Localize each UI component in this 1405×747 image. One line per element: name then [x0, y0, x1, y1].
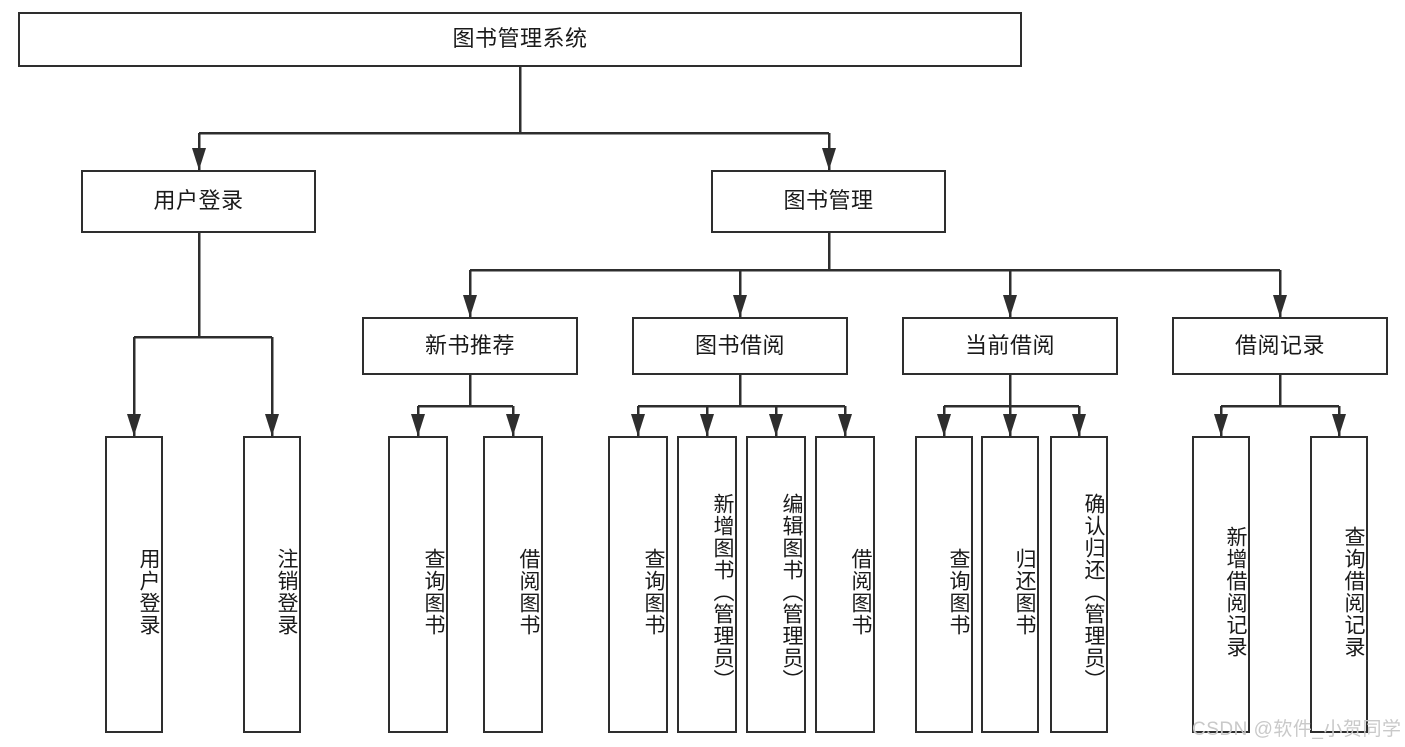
node-leaf-borrow-add[interactable]: 新增图书（管理员） [677, 436, 737, 733]
node-new-book-rec[interactable]: 新书推荐 [362, 317, 578, 375]
node-label-current-borrow: 当前借阅 [964, 332, 1055, 358]
node-leaf-borrow-query[interactable]: 查询图书 [608, 436, 668, 733]
node-leaf-borrow-edit[interactable]: 编辑图书（管理员） [746, 436, 806, 733]
node-leaf-user-login[interactable]: 用户登录 [105, 436, 163, 733]
arrowhead-leaf-borrow-add [700, 414, 714, 436]
node-label-leaf-borrow-add: 新增图书（管理员） [711, 492, 734, 691]
arrowhead-new-book-rec [463, 295, 477, 317]
arrowhead-leaf-rec-add [1214, 414, 1228, 436]
node-leaf-user-logout[interactable]: 注销登录 [243, 436, 301, 733]
node-leaf-borrow-lend[interactable]: 借阅图书 [815, 436, 875, 733]
node-label-leaf-borrow-edit: 编辑图书（管理员） [780, 492, 803, 691]
node-label-leaf-cur-query: 查询图书 [947, 547, 970, 636]
node-label-leaf-rec-search: 查询借阅记录 [1342, 525, 1365, 658]
node-root[interactable]: 图书管理系统 [18, 12, 1022, 67]
node-label-book-manage: 图书管理 [783, 188, 874, 214]
arrowhead-current-borrow [1003, 295, 1017, 317]
arrowhead-book-borrow [733, 295, 747, 317]
node-label-borrow-record: 借阅记录 [1234, 332, 1325, 358]
arrowhead-leaf-cur-confirm [1072, 414, 1086, 436]
arrowhead-leaf-borrow-query [631, 414, 645, 436]
node-leaf-cur-query[interactable]: 查询图书 [915, 436, 973, 733]
node-label-root: 图书管理系统 [452, 26, 588, 52]
arrowhead-leaf-rec-search [1332, 414, 1346, 436]
node-book-borrow[interactable]: 图书借阅 [632, 317, 848, 375]
node-current-borrow[interactable]: 当前借阅 [902, 317, 1118, 375]
node-label-leaf-rec-borrow: 借阅图书 [517, 547, 540, 636]
node-leaf-cur-return[interactable]: 归还图书 [981, 436, 1039, 733]
watermark-label: CSDN @软件_小贺同学 [1192, 719, 1402, 740]
arrowhead-leaf-user-logout [265, 414, 279, 436]
node-label-leaf-cur-return: 归还图书 [1013, 547, 1036, 636]
node-label-book-borrow: 图书借阅 [694, 332, 785, 358]
node-leaf-rec-search[interactable]: 查询借阅记录 [1310, 436, 1368, 733]
arrowhead-leaf-rec-query [411, 414, 425, 436]
arrowhead-book-manage [822, 148, 836, 170]
node-label-leaf-user-login: 用户登录 [137, 547, 160, 636]
node-label-leaf-borrow-lend: 借阅图书 [849, 547, 872, 636]
node-label-leaf-borrow-query: 查询图书 [642, 547, 665, 636]
arrowhead-leaf-borrow-edit [769, 414, 783, 436]
node-book-manage[interactable]: 图书管理 [711, 170, 946, 233]
arrowhead-user-login [192, 148, 206, 170]
node-leaf-cur-confirm[interactable]: 确认归还（管理员） [1050, 436, 1108, 733]
node-leaf-rec-query[interactable]: 查询图书 [388, 436, 448, 733]
node-leaf-rec-borrow[interactable]: 借阅图书 [483, 436, 543, 733]
arrowhead-leaf-user-login [127, 414, 141, 436]
arrowhead-borrow-record [1273, 295, 1287, 317]
arrowhead-leaf-rec-borrow [506, 414, 520, 436]
node-label-new-book-rec: 新书推荐 [424, 332, 515, 358]
node-label-leaf-rec-add: 新增借阅记录 [1224, 525, 1247, 658]
arrowhead-leaf-cur-return [1003, 414, 1017, 436]
node-label-leaf-cur-confirm: 确认归还（管理员） [1082, 492, 1105, 691]
arrowhead-leaf-cur-query [937, 414, 951, 436]
node-label-leaf-user-logout: 注销登录 [275, 547, 298, 636]
node-user-login[interactable]: 用户登录 [81, 170, 316, 233]
node-label-user-login: 用户登录 [153, 188, 244, 214]
arrowhead-leaf-borrow-lend [838, 414, 852, 436]
node-leaf-rec-add[interactable]: 新增借阅记录 [1192, 436, 1250, 733]
node-label-leaf-rec-query: 查询图书 [422, 547, 445, 636]
node-borrow-record[interactable]: 借阅记录 [1172, 317, 1388, 375]
